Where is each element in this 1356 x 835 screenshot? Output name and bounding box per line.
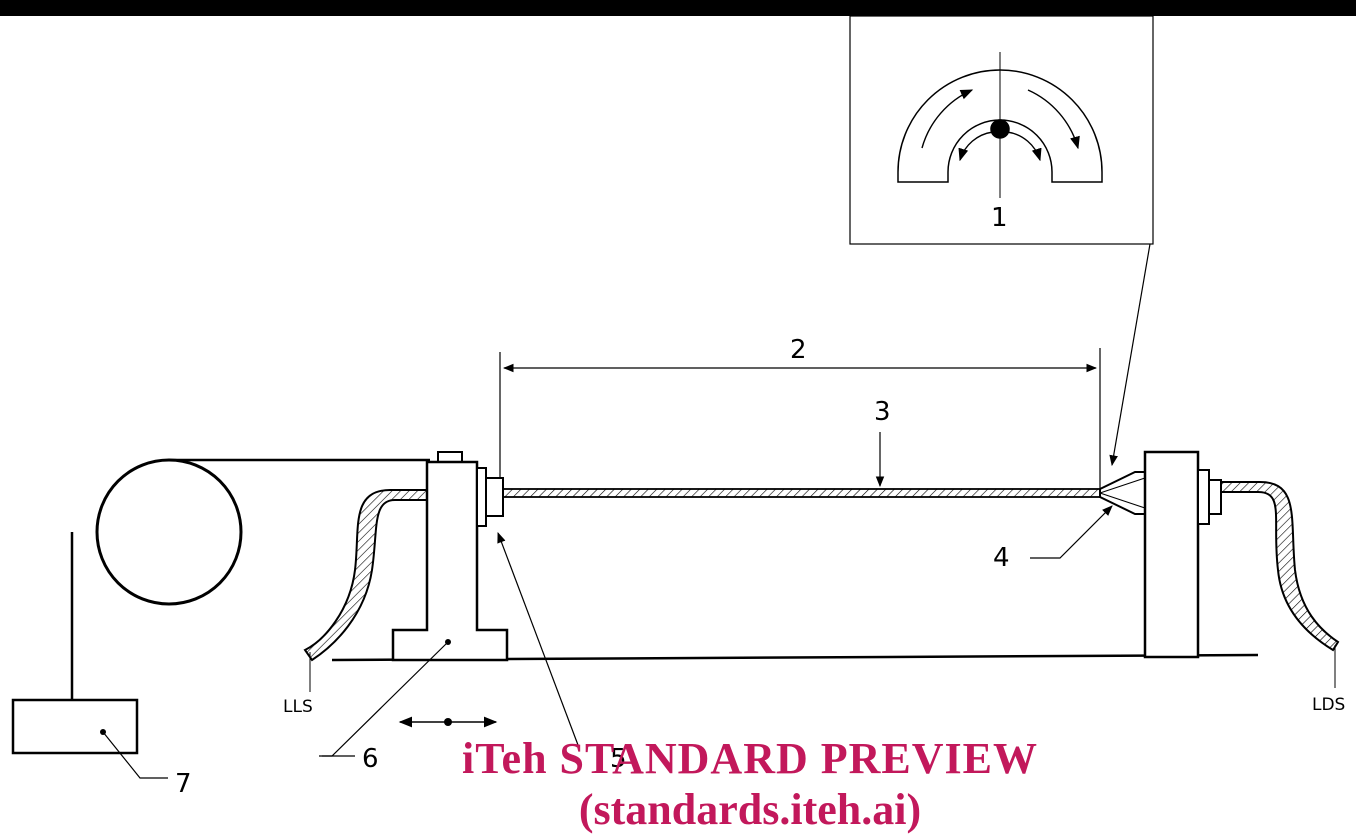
leader-5 (497, 531, 579, 746)
label-lds: LDS (1312, 695, 1345, 715)
movement-arrow (398, 716, 498, 728)
label-1: 1 (991, 203, 1008, 233)
watermark-subtitle: (standards.iteh.ai) (578, 785, 922, 834)
right-stand (1143, 450, 1222, 659)
right-cable (1220, 481, 1340, 652)
detail-inset (849, 15, 1154, 245)
label-2: 2 (790, 335, 807, 365)
left-cable (303, 489, 428, 662)
watermark-title: iTeh STANDARD PREVIEW (462, 734, 1038, 783)
inset-leader-line (1109, 243, 1151, 467)
pulley (95, 458, 243, 606)
label-4: 4 (993, 543, 1010, 573)
top-border (0, 0, 1356, 16)
dimension-2 (499, 348, 1101, 490)
label-3: 3 (874, 397, 891, 427)
label-6: 6 (362, 744, 379, 774)
label-7: 7 (175, 769, 192, 799)
left-clamp-stand (391, 451, 509, 662)
cable-grip (1099, 471, 1146, 515)
leader-7 (102, 731, 168, 779)
leader-4 (1030, 505, 1113, 559)
test-cable (502, 488, 1104, 498)
label-5: 5 (610, 744, 627, 774)
weight-block (11, 698, 139, 755)
label-lls: LLS (283, 697, 313, 717)
